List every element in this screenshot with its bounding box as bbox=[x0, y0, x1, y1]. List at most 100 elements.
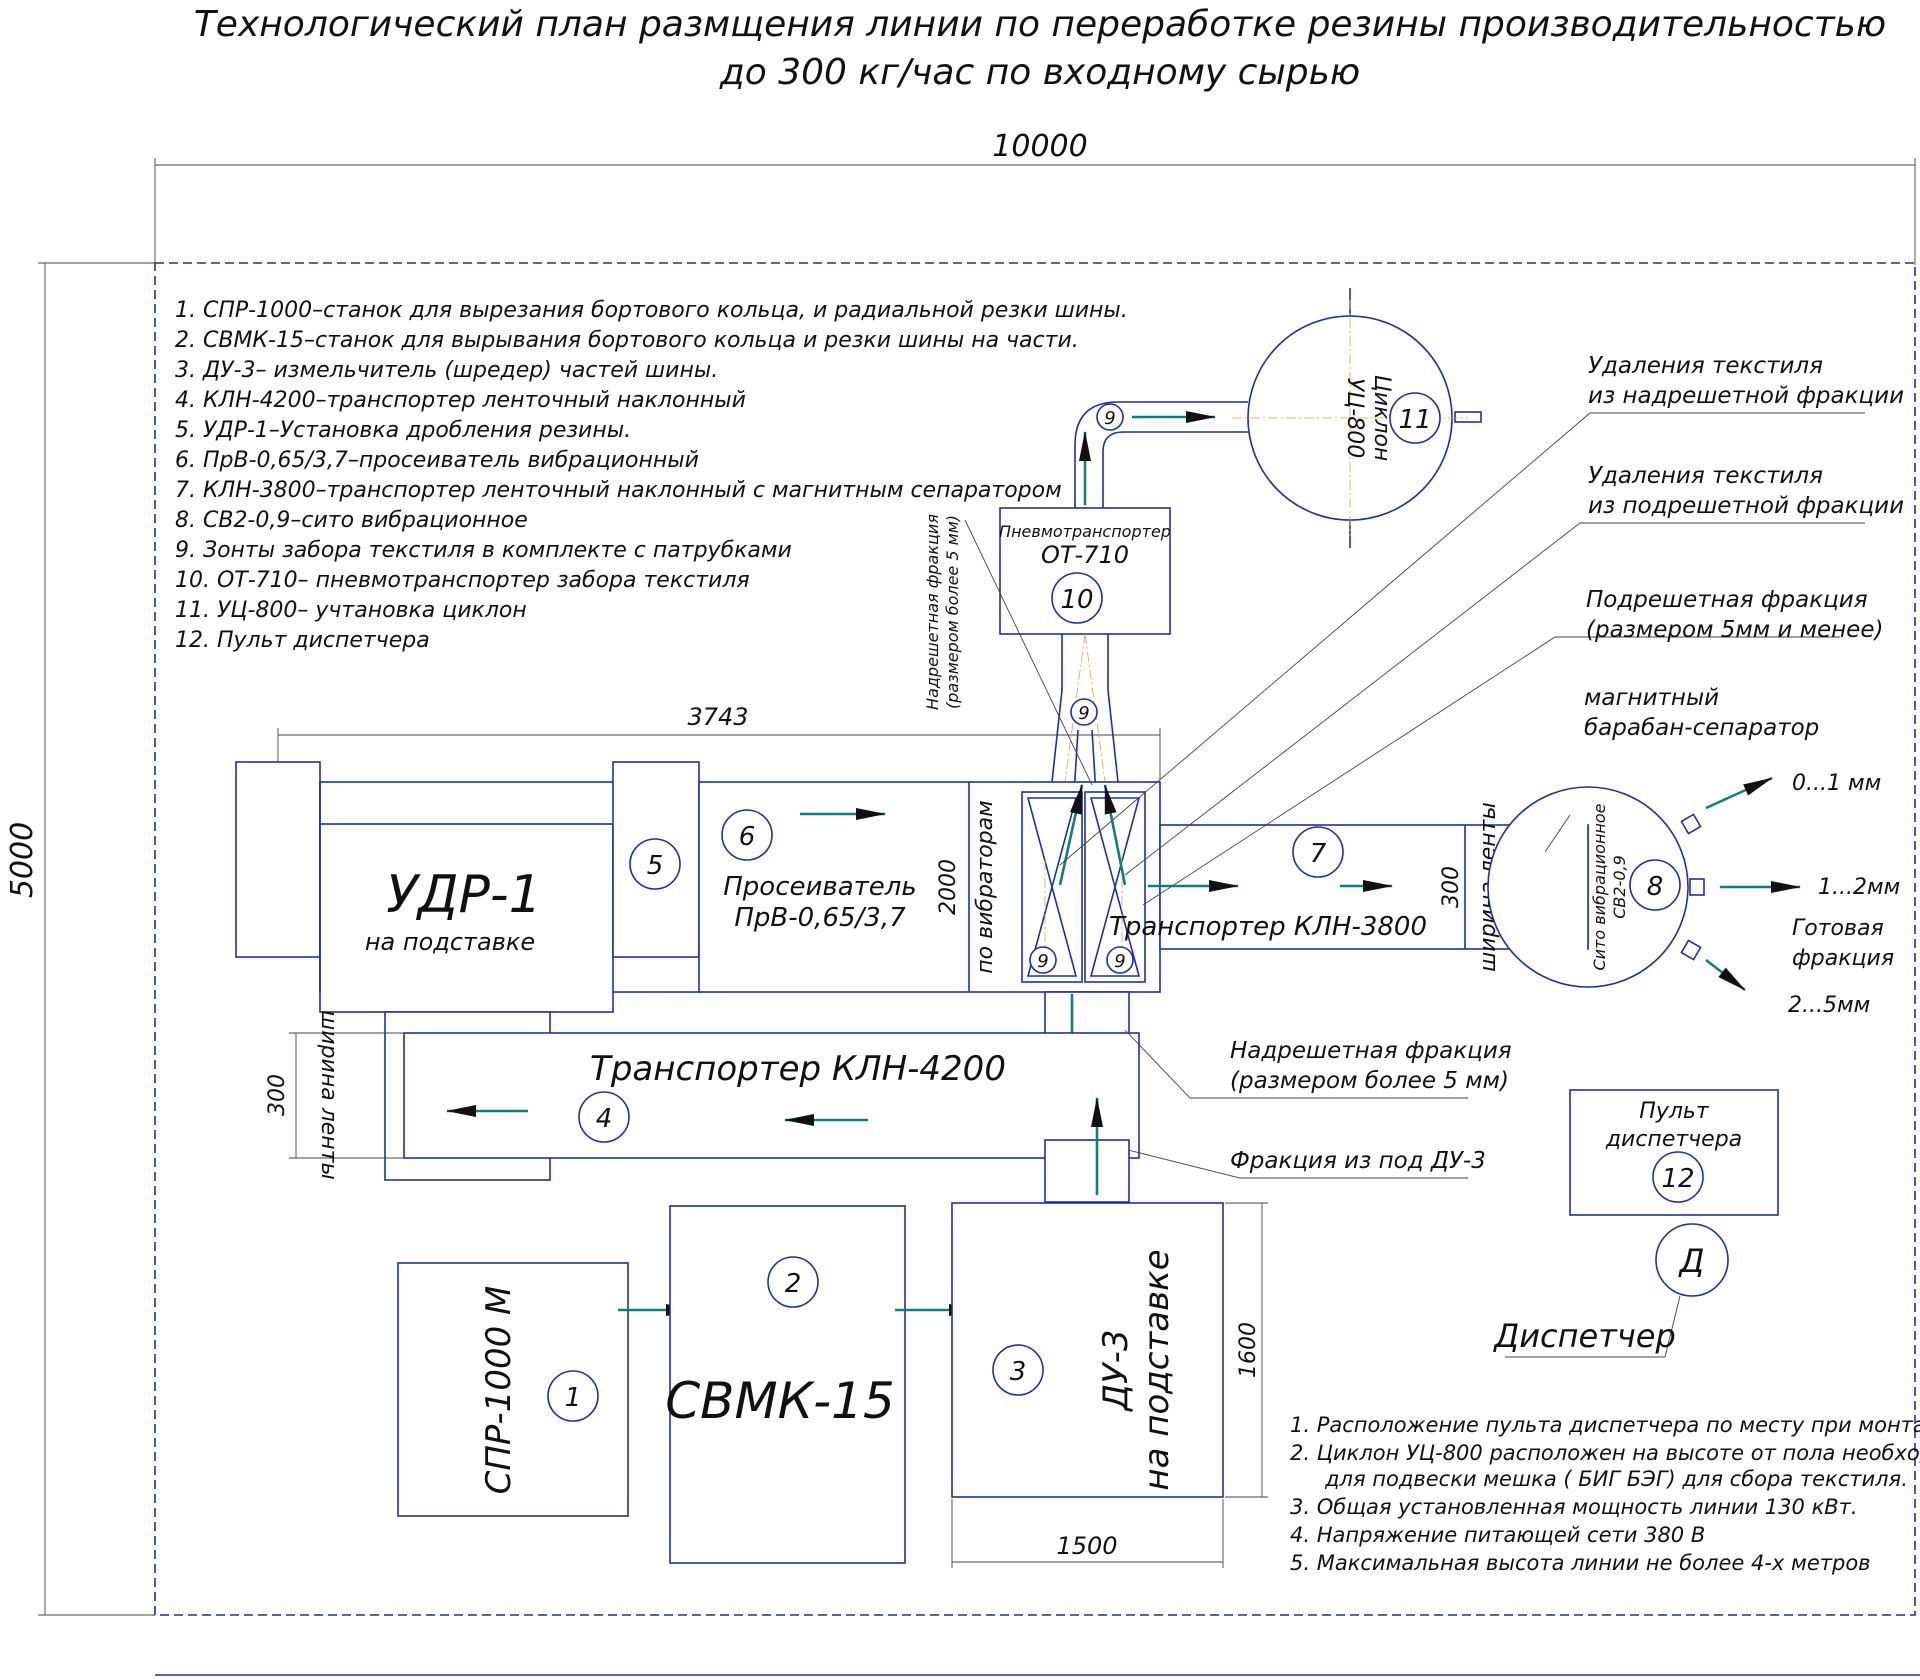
conveyor-kln-4200: Транспортер КЛН-4200 4 300 ширина ленты bbox=[265, 1010, 1140, 1181]
udr-number: 5 bbox=[647, 851, 664, 881]
sv2-sublabel: СВ2-0,9 bbox=[1610, 855, 1629, 919]
equipment-legend: 1. СПР-1000–станок для вырезания бортово… bbox=[175, 298, 1128, 653]
du3-width-value: 1500 bbox=[1056, 1532, 1117, 1560]
sieve-label-2: ПрВ-0,65/3,7 bbox=[734, 903, 906, 933]
udr-label-1: УДР-1 bbox=[386, 865, 542, 925]
note-3: 3. Общая установленная мощность линии 13… bbox=[1290, 1495, 1858, 1519]
kln3800-number: 7 bbox=[1310, 839, 1327, 869]
drawing-title-line2: до 300 кг/час по входному сырью bbox=[719, 52, 1360, 93]
cyclone-number: 11 bbox=[1398, 405, 1431, 435]
annotation-du3-fraction: Фракция из под ДУ-3 bbox=[1230, 1148, 1486, 1174]
machine-spr-1000: СПР-1000 М 1 bbox=[397, 1262, 696, 1517]
kln4200-number: 4 bbox=[596, 1104, 613, 1134]
legend-item-1: 1. СПР-1000–станок для вырезания бортово… bbox=[175, 298, 1128, 323]
hood-left-number: 9 bbox=[1037, 951, 1048, 972]
dispatcher-symbol: Д Диспетчер bbox=[1492, 1223, 1729, 1358]
cyclone-label-2: УЦ-800 bbox=[1342, 378, 1367, 458]
flow-annotations: Удаления текстиля из надрешетной фракции… bbox=[1230, 353, 1904, 1174]
textile-hoods: 9 9 bbox=[1021, 784, 1146, 983]
overall-height-dimension: 5000 bbox=[5, 262, 155, 1616]
dispatcher-console: Пульт диспетчера 12 bbox=[1569, 1089, 1779, 1216]
sieve-number: 6 bbox=[739, 822, 756, 852]
general-notes: 1. Расположение пульта диспетчера по мес… bbox=[1290, 1413, 1920, 1575]
vibrating-screen-sv2: Сито вибрационное СВ2-0,9 8 0...1 мм 1..… bbox=[1487, 771, 1900, 1018]
spr-label: СПР-1000 М bbox=[479, 1286, 519, 1495]
du3-label-2: на подставке bbox=[1137, 1249, 1177, 1490]
note-5: 5. Максимальная высота линии не более 4-… bbox=[1290, 1551, 1871, 1575]
du3-label-1: ДУ-3 bbox=[1096, 1329, 1136, 1412]
sieve-length-dimension: 3743 bbox=[277, 703, 1161, 825]
console-label-1: Пульт bbox=[1639, 1099, 1710, 1124]
annotation-textile-over-2: из надрешетной фракции bbox=[1588, 383, 1904, 409]
kln4200-label: Транспортер КЛН-4200 bbox=[590, 1049, 1006, 1089]
y-duct-hood-number: 9 bbox=[1078, 703, 1089, 724]
note-4: 4. Напряжение питающей сети 380 В bbox=[1290, 1523, 1705, 1547]
sieve-width-value: 2000 bbox=[936, 859, 961, 915]
pneumatic-transporter-ot-710: Пневмотранспортер ОТ-710 10 bbox=[999, 507, 1171, 635]
sieve-length-value: 3743 bbox=[687, 703, 748, 731]
console-number: 12 bbox=[1661, 1164, 1694, 1194]
ot710-label-1: Пневмотранспортер bbox=[999, 522, 1171, 541]
duct-hood-number: 9 bbox=[1104, 408, 1115, 429]
legend-item-7: 7. КЛН-3800–транспортер ленточный наклон… bbox=[175, 478, 1062, 503]
crusher-udr-1: УДР-1 на подставке 5 bbox=[235, 761, 701, 1013]
ot710-number: 10 bbox=[1060, 585, 1093, 615]
du3-number: 3 bbox=[1010, 1357, 1027, 1387]
kln3800-belt-width: 300 bbox=[1439, 866, 1464, 908]
kln4200-belt-note-1: ширина ленты bbox=[316, 1010, 341, 1180]
pneumatic-duct: 9 bbox=[1074, 401, 1248, 508]
output-coarse: 2...5мм bbox=[1788, 993, 1870, 1018]
layout-frame bbox=[154, 262, 1916, 1616]
du3-height-value: 1600 bbox=[1236, 1322, 1261, 1378]
spr-number: 1 bbox=[565, 1383, 582, 1413]
note-2-cont: для подвески мешка ( БИГ БЭГ) для сбора … bbox=[1324, 1467, 1908, 1491]
kln4200-belt-dimension bbox=[289, 1032, 404, 1159]
du3-outlet-duct bbox=[1044, 1097, 1130, 1203]
legend-item-10: 10. ОТ-710– пневмотранспортер забора тек… bbox=[175, 568, 750, 593]
hood-right-number: 9 bbox=[1114, 951, 1125, 972]
note-1: 1. Расположение пульта диспетчера по мес… bbox=[1290, 1413, 1920, 1437]
dispatcher-symbol-letter: Д bbox=[1678, 1242, 1705, 1280]
svmk-number: 2 bbox=[785, 1269, 802, 1299]
legend-item-9: 9. Зонты забора текстиля в комплекте с п… bbox=[175, 538, 792, 563]
legend-item-5: 5. УДР-1–Установка дробления резины. bbox=[175, 418, 631, 443]
legend-item-11: 11. УЦ-800– учтановка циклон bbox=[175, 598, 527, 623]
sieve-width-note: по вибраторам bbox=[973, 800, 998, 973]
annotation-textile-under-2: из подрешетной фракции bbox=[1588, 493, 1904, 519]
legend-item-6: 6. ПрВ-0,65/3,7–просеиватель вибрационны… bbox=[175, 448, 699, 473]
annotation-over-fraction-2: (размером более 5 мм) bbox=[1230, 1068, 1509, 1094]
console-label-2: диспетчера bbox=[1605, 1127, 1742, 1152]
ready-fraction-1: Готовая bbox=[1792, 916, 1884, 941]
sv2-label: Сито вибрационное bbox=[1590, 803, 1609, 970]
annotation-over-fraction-vertical-1: Надрешетная фракция bbox=[923, 514, 942, 710]
annotation-under-fraction-2: (размером 5мм и менее) bbox=[1586, 617, 1883, 643]
ot710-label-2: ОТ-710 bbox=[1041, 541, 1129, 569]
output-mid: 1...2мм bbox=[1818, 875, 1900, 900]
overall-height-value: 5000 bbox=[5, 822, 40, 898]
shredder-du-3: 3 ДУ-3 на подставке 1600 1500 bbox=[951, 1202, 1268, 1568]
sieve-label-1: Просеиватель bbox=[723, 872, 917, 902]
annotation-over-fraction-1: Надрешетная фракция bbox=[1230, 1038, 1512, 1064]
kln3800-label: Транспортер КЛН-3800 bbox=[1109, 912, 1427, 942]
legend-item-2: 2. СВМК-15–станок для вырывания бортовог… bbox=[175, 328, 1079, 353]
kln4200-belt-note-text: ширина ленты bbox=[316, 1010, 341, 1180]
annotation-magnetic-2: барабан-сепаратор bbox=[1584, 715, 1819, 741]
legend-item-8: 8. СВ2-0,9–сито вибрационное bbox=[175, 508, 528, 533]
overall-width-value: 10000 bbox=[992, 129, 1087, 164]
overall-width-dimension: 10000 bbox=[154, 129, 1916, 265]
ready-fraction-2: фракция bbox=[1792, 946, 1894, 971]
cyclone-uc-800: Циклон УЦ-800 11 bbox=[1232, 288, 1482, 548]
vibrating-sieve-prv: 2000 по вибраторам Просеиватель ПрВ-0,65… bbox=[698, 781, 1161, 993]
sv2-number: 8 bbox=[1647, 872, 1664, 902]
machine-svmk-15: СВМК-15 2 bbox=[665, 1205, 979, 1564]
annotation-over-fraction-vertical-2: (размером более 5 мм) bbox=[943, 515, 962, 709]
udr-label-2: на подставке bbox=[365, 928, 535, 956]
kln4200-belt-width: 300 bbox=[265, 1074, 290, 1116]
du3-width-dimension bbox=[951, 1499, 1224, 1568]
legend-item-3: 3. ДУ-3– измельчитель (шредер) частей ши… bbox=[175, 358, 718, 383]
output-fine: 0...1 мм bbox=[1792, 771, 1881, 796]
annotation-magnetic-1: магнитный bbox=[1584, 685, 1719, 711]
svmk-label: СВМК-15 bbox=[665, 1372, 895, 1430]
dispatcher-label: Диспетчер bbox=[1492, 1317, 1676, 1355]
